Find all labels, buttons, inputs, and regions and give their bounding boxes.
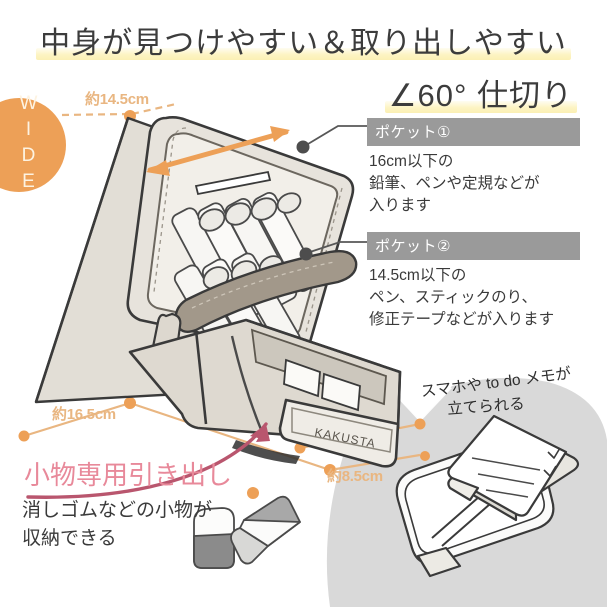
page-title-line-2: ∠60° 仕切り	[0, 70, 607, 115]
memo-stand-illustration	[447, 414, 580, 522]
dimension-label-depth-bottom: 約16.5cm	[52, 406, 116, 423]
page-title-line-2-text: ∠60° 仕切り	[384, 70, 578, 115]
callout-pocket-2-body: 14.5cm以下の ペン、スティックのり、 修正テープなどが入ります	[369, 267, 555, 328]
callout-pocket-2-title: ポケット②	[367, 232, 580, 260]
wide-badge-label: WIDE	[18, 93, 39, 197]
brand-tag-text: KAKUSTA	[313, 425, 377, 451]
drawer-body-text: 消しゴムなどの小物が 収納できる	[22, 500, 213, 549]
callout-dot-2	[299, 247, 313, 261]
pull-tab	[150, 312, 182, 368]
case-strap	[174, 249, 358, 333]
phone-illustration	[395, 433, 555, 578]
drawer-front	[278, 398, 400, 468]
width-arrow-top	[146, 126, 290, 176]
callout-pocket-2: ポケット② 14.5cm以下の ペン、スティックのり、 修正テープなどが入ります	[367, 232, 580, 331]
dimension-label-width-top: 約14.5cm	[85, 91, 149, 108]
callout-pocket-1-title: ポケット①	[367, 118, 580, 146]
dimension-label-width-bottom: 約8.5cm	[327, 468, 383, 485]
pens-lower	[173, 252, 301, 370]
case-lid	[126, 116, 355, 354]
page-title-line-1-text: 中身が見つけやすい＆取り出しやすい	[36, 18, 571, 62]
drawer-heading: 小物専用引き出し	[24, 460, 233, 490]
stand-caption: スマホや to do メモが 立てられる	[392, 365, 592, 419]
pens-upper	[171, 192, 320, 321]
callout-connectors	[307, 125, 368, 253]
page-title-line-1: 中身が見つけやすい＆取り出しやすい	[0, 18, 607, 62]
callout-dot-1	[296, 140, 310, 154]
callout-pocket-1-body: 16cm以下の 鉛筆、ペンや定規などが 入ります	[369, 153, 540, 214]
case-base	[128, 318, 402, 468]
callout-pocket-1: ポケット① 16cm以下の 鉛筆、ペンや定規などが 入ります	[367, 118, 580, 217]
page-title-block: 中身が見つけやすい＆取り出しやすい ∠60° 仕切り	[0, 0, 607, 113]
